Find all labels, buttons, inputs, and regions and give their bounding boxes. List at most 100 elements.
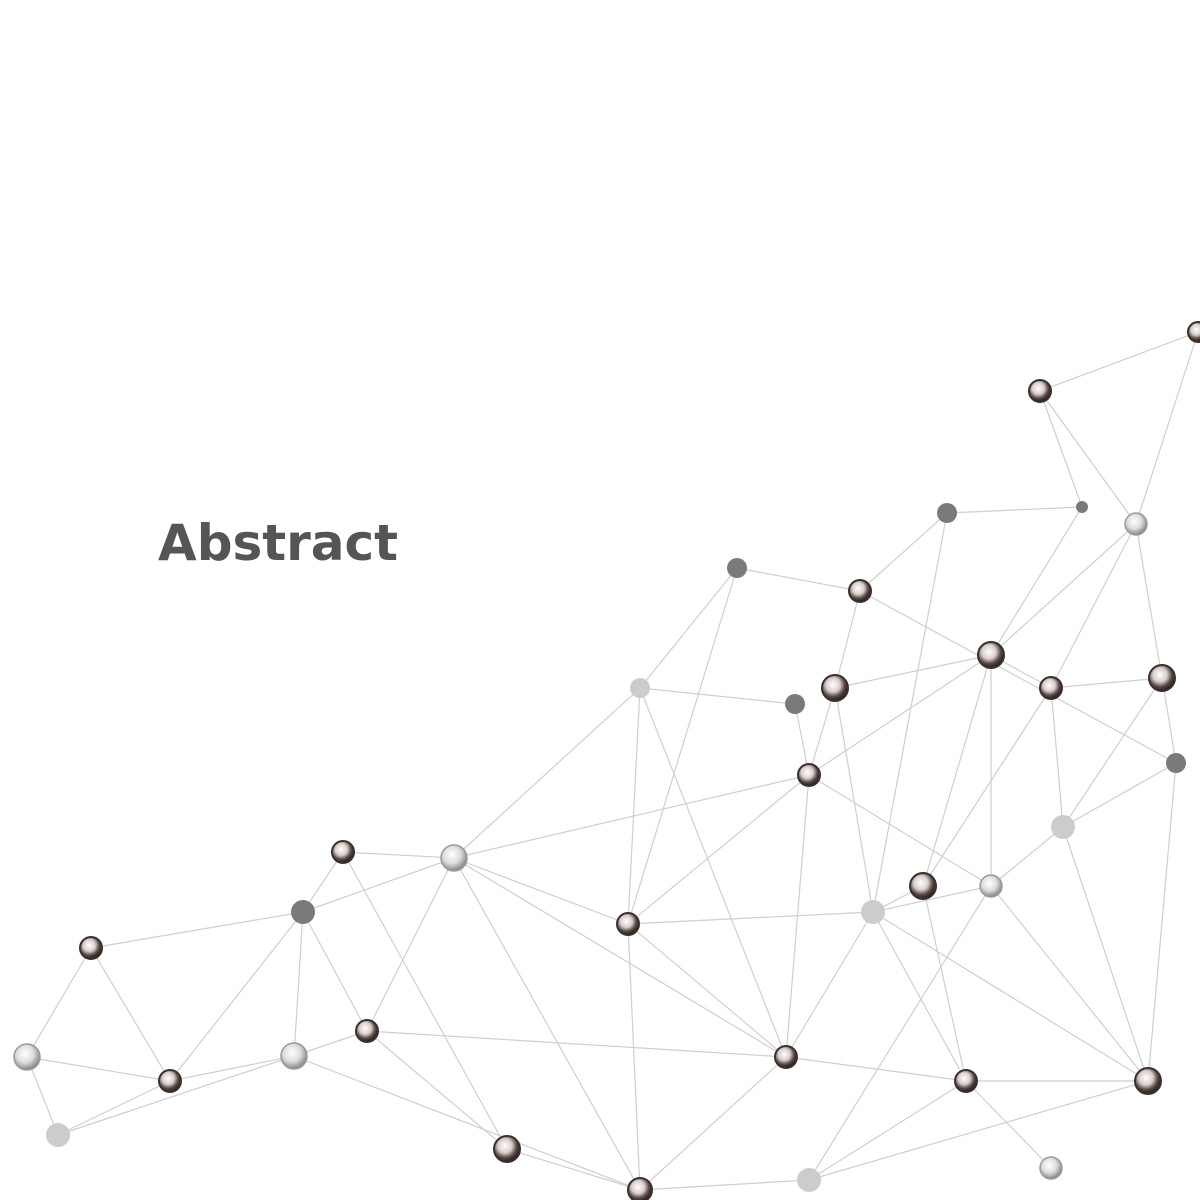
network-edge	[639, 1179, 810, 1191]
network-edge	[57, 1080, 171, 1136]
network-edge	[293, 911, 304, 1057]
network-edge	[639, 687, 796, 705]
network-edge	[453, 857, 641, 1191]
network-edge	[1039, 331, 1199, 392]
network-node	[493, 1135, 521, 1163]
network-edge	[506, 1148, 641, 1191]
network-edge	[1161, 677, 1177, 764]
network-node	[979, 874, 1003, 898]
network-edge	[90, 947, 171, 1082]
network-edge	[639, 567, 738, 689]
network-edge	[302, 911, 368, 1032]
network-node	[785, 694, 805, 714]
network-edge	[808, 1080, 967, 1181]
network-edge	[366, 1030, 787, 1058]
network-edge	[872, 885, 992, 913]
network-edge	[302, 851, 344, 913]
network-edge	[1062, 762, 1177, 828]
network-edge	[1039, 390, 1083, 508]
network-node	[440, 844, 468, 872]
network-node	[1148, 664, 1176, 692]
network-node	[1076, 501, 1088, 513]
network-edge	[453, 687, 641, 859]
network-edge	[26, 1056, 171, 1082]
network-edge	[1039, 390, 1137, 525]
network-edge	[453, 774, 810, 859]
network-edge	[736, 567, 861, 592]
network-edge	[627, 567, 738, 925]
network-edge	[872, 911, 1149, 1082]
network-edge	[342, 851, 455, 859]
network-node	[79, 936, 103, 960]
network-edge	[26, 1056, 59, 1136]
network-edge	[639, 1056, 787, 1191]
network-node	[291, 900, 315, 924]
network-edge	[808, 687, 836, 776]
network-node	[627, 1177, 653, 1200]
network-node	[774, 1045, 798, 1069]
network-edge	[946, 506, 1083, 514]
network-edge	[990, 506, 1083, 656]
network-node	[954, 1069, 978, 1093]
network-edge	[366, 1030, 508, 1150]
network-node	[13, 1043, 41, 1071]
network-edge	[302, 857, 455, 913]
network-node	[937, 503, 957, 523]
network-edge	[834, 654, 992, 689]
network-node	[848, 579, 872, 603]
network-edge	[965, 1080, 1052, 1169]
network-edge	[859, 512, 948, 592]
network-node	[1134, 1067, 1162, 1095]
network-edge	[1050, 523, 1137, 689]
network-node	[797, 1168, 821, 1192]
network-edge	[293, 1055, 641, 1191]
network-node	[861, 900, 885, 924]
network-edge	[1135, 523, 1163, 679]
network-edge	[808, 1080, 1149, 1181]
network-node	[1039, 676, 1063, 700]
network-edge	[834, 590, 861, 689]
network-node	[1124, 512, 1148, 536]
network-edge	[627, 911, 874, 925]
network-edge	[859, 590, 1177, 764]
network-node	[355, 1019, 379, 1043]
network-node	[1187, 321, 1200, 343]
network-edge	[26, 947, 92, 1058]
network-node	[331, 840, 355, 864]
network-edge	[794, 703, 810, 776]
network-edge	[57, 1055, 295, 1136]
network-node	[630, 678, 650, 698]
network-edge	[90, 911, 304, 949]
network-nodes	[13, 321, 1200, 1200]
network-edge	[1147, 762, 1177, 1082]
network-edge	[453, 857, 787, 1058]
network-node	[280, 1042, 308, 1070]
network-edge	[922, 885, 967, 1082]
network-edge	[990, 885, 1149, 1082]
network-edge	[453, 857, 629, 925]
network-edge	[169, 1055, 295, 1082]
network-node	[616, 912, 640, 936]
network-node	[909, 872, 937, 900]
network-edge	[342, 851, 508, 1150]
network-node	[797, 763, 821, 787]
network-edge	[922, 654, 992, 887]
network-edge	[1135, 331, 1199, 525]
network-edge	[872, 512, 948, 913]
network-edge	[808, 654, 992, 776]
network-node	[821, 674, 849, 702]
network-node	[46, 1123, 70, 1147]
network-edge	[169, 911, 304, 1082]
network-edge	[990, 826, 1064, 887]
network-node	[158, 1069, 182, 1093]
network-node	[727, 558, 747, 578]
network-edge	[808, 885, 992, 1181]
network-node	[977, 641, 1005, 669]
network-node	[1028, 379, 1052, 403]
network-edge	[785, 1056, 967, 1082]
network-edge	[1050, 677, 1163, 689]
network-node	[1039, 1156, 1063, 1180]
network-edge	[627, 923, 787, 1058]
